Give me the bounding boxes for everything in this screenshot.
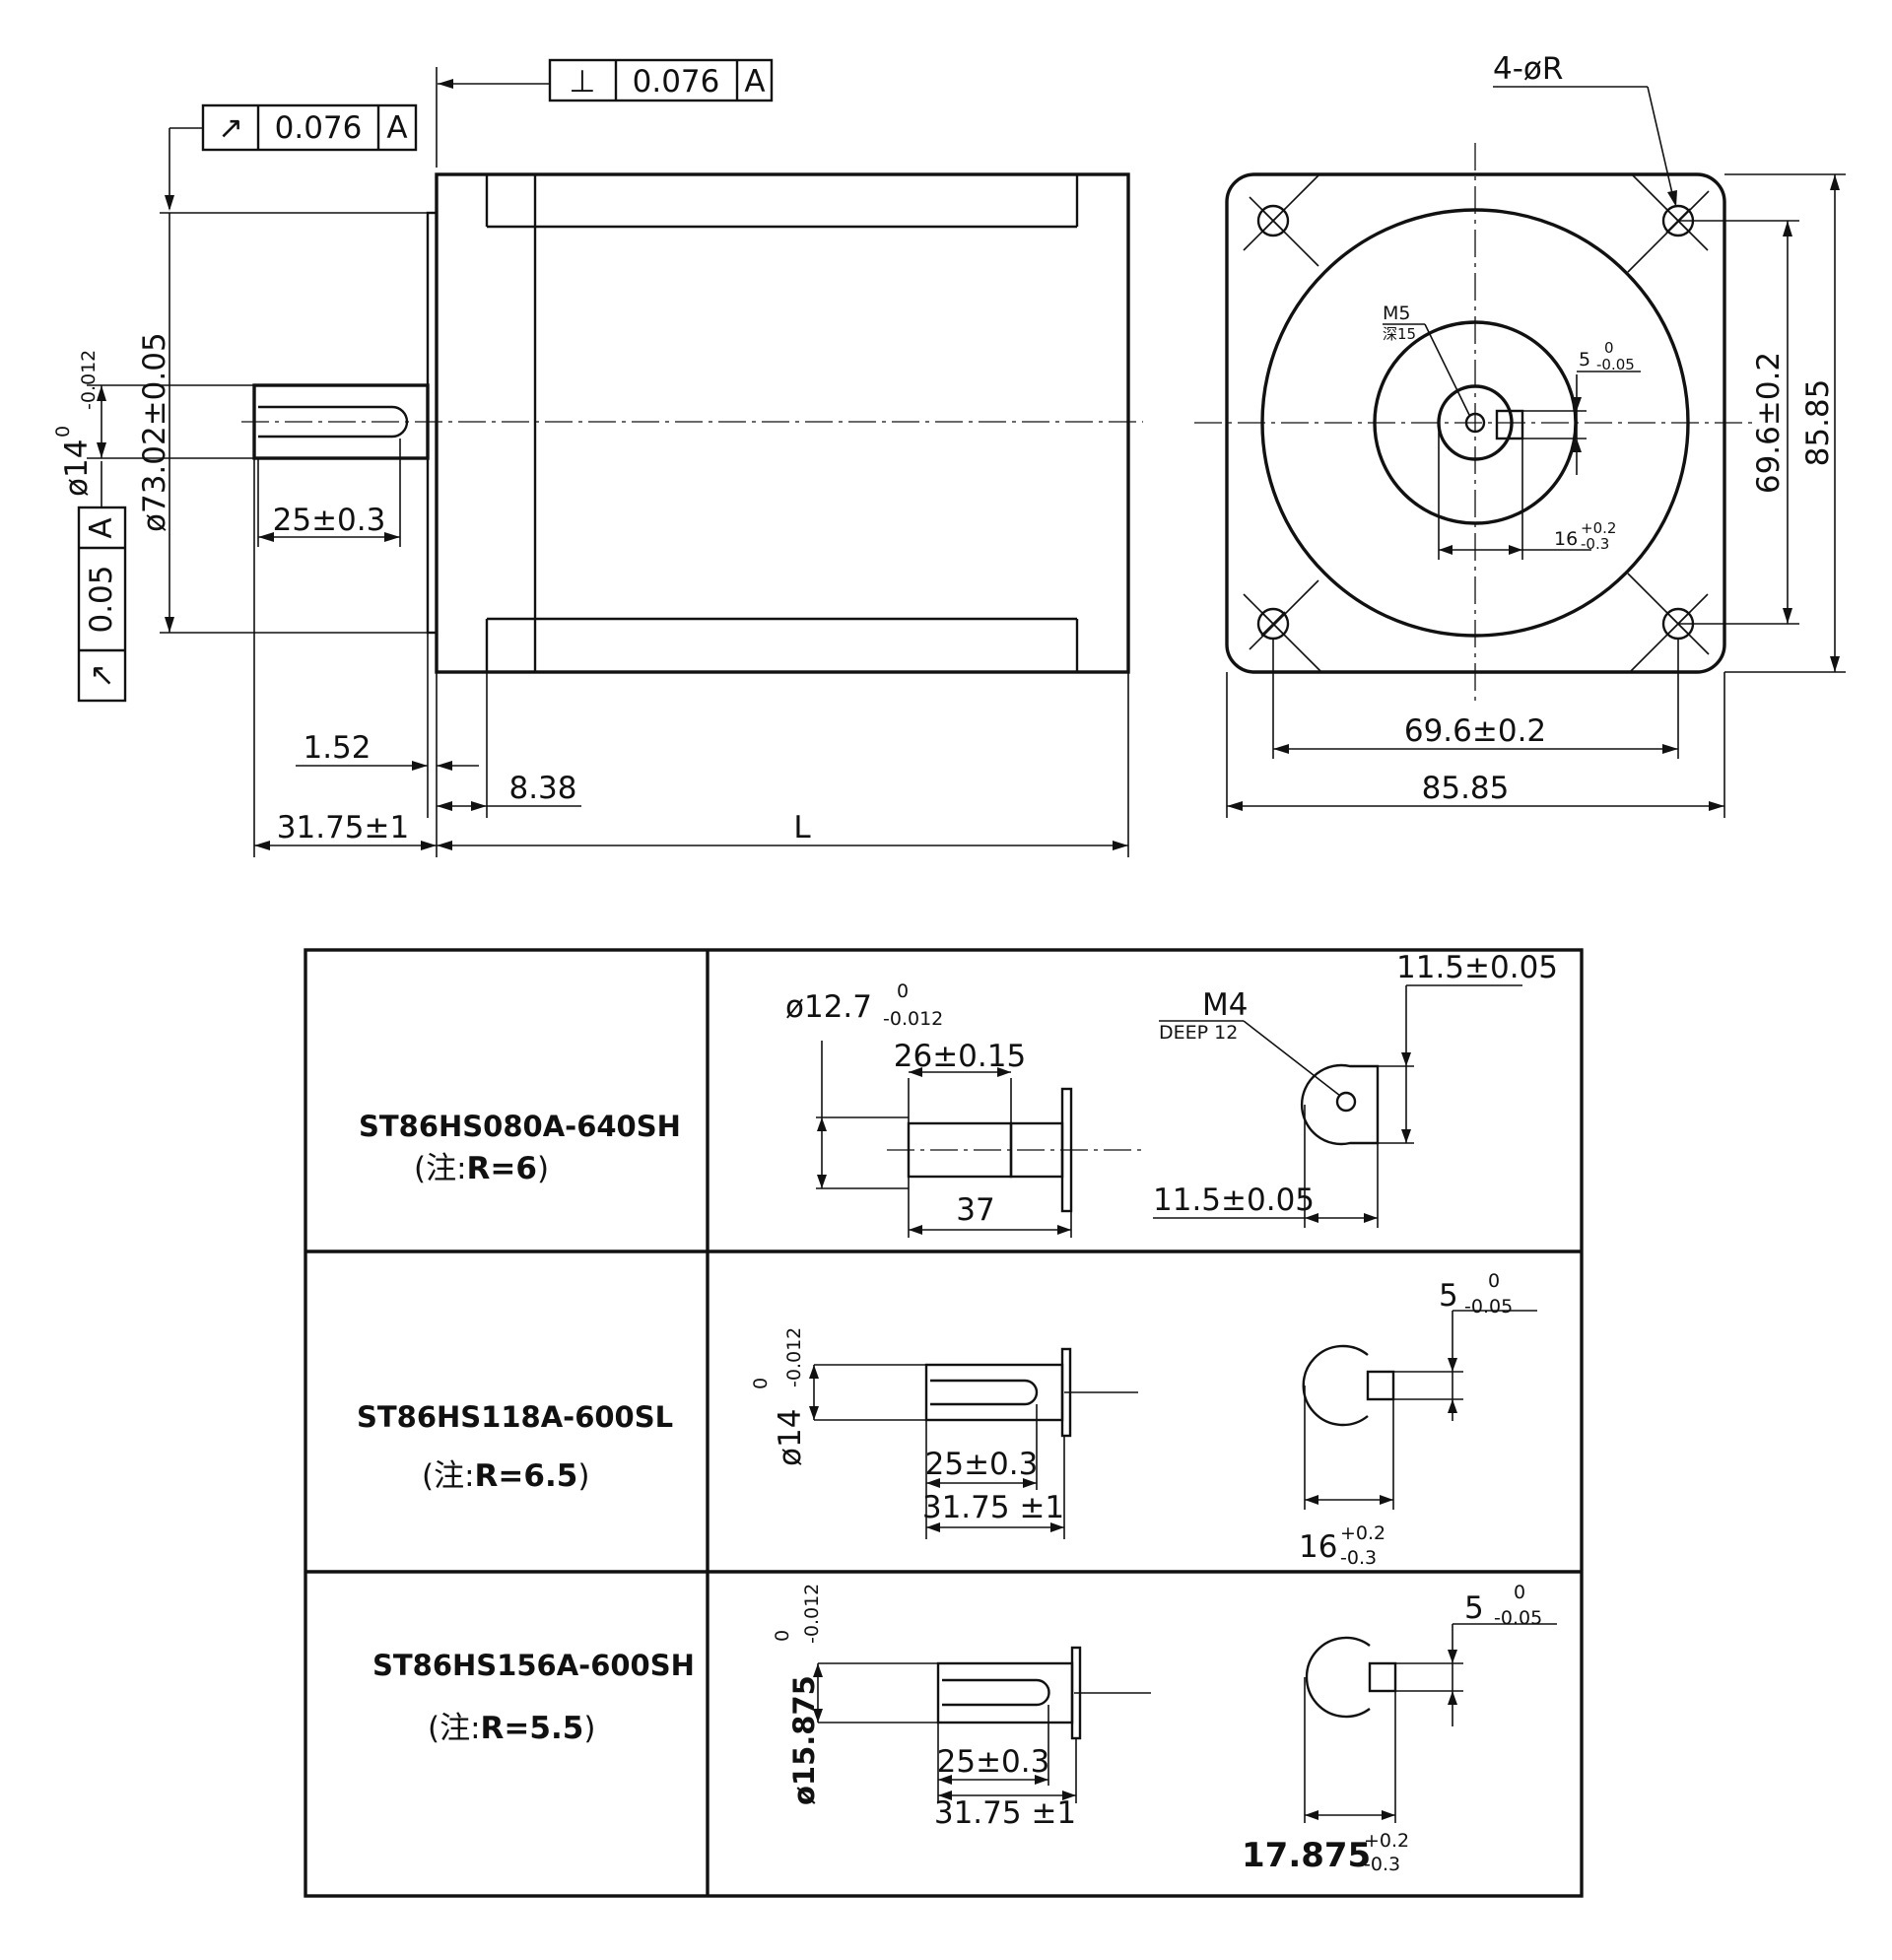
svg-text:11.5±0.05: 11.5±0.05 [1153,1183,1315,1218]
perpendicularity-icon: ⊥ [569,64,595,100]
svg-text:26±0.15: 26±0.15 [894,1039,1026,1074]
svg-text:+0.2: +0.2 [1340,1522,1385,1544]
svg-text:-0.05: -0.05 [1464,1296,1513,1318]
svg-text:37: 37 [956,1192,994,1228]
svg-text:(注:R=5.5): (注:R=5.5) [428,1711,595,1746]
dim-key-height: 16 +0.2 -0.3 [1438,423,1616,560]
dim-hole-pitch-vertical: 69.6±0.2 [1678,220,1799,625]
svg-text:-0.012: -0.012 [783,1327,805,1387]
svg-text:0: 0 [1514,1582,1525,1603]
table-row: ST86HS156A-600SH (注:R=5.5) ø15.875 0 -0.… [372,1582,1557,1875]
dim-shaft-diameter: ø14 0 -0.012 [52,350,254,497]
svg-text:(注:R=6): (注:R=6) [414,1151,549,1186]
model-label: ST86HS080A-640SH [359,1110,681,1143]
dim-size-horizontal: 85.85 [1226,672,1725,818]
svg-text:M4: M4 [1202,987,1248,1023]
svg-text:25±0.3: 25±0.3 [937,1744,1050,1780]
svg-text:-0.05: -0.05 [1596,356,1635,373]
svg-text:25±0.3: 25±0.3 [925,1447,1039,1482]
fcf-runout-top: ↗ 0.076 A [165,103,418,211]
svg-text:16: 16 [1299,1529,1337,1565]
svg-text:0: 0 [1604,339,1614,357]
table-row: ST86HS118A-600SL (注:R=6.5) ø14 0 -0.012 … [357,1270,1537,1569]
svg-text:5: 5 [1579,349,1590,371]
svg-text:+0.2: +0.2 [1364,1830,1409,1852]
dim-pilot-diameter: ø73.02±0.05 [137,212,428,634]
svg-text:A: A [84,517,119,538]
svg-text:5: 5 [1439,1278,1458,1314]
runout-arrow-icon: ↗ [218,110,243,146]
svg-text:-0.05: -0.05 [1494,1607,1542,1629]
svg-text:DEEP 12: DEEP 12 [1159,1022,1238,1044]
svg-text:31.75 ±1: 31.75 ±1 [934,1795,1076,1831]
callout-holes: 4-øR [1493,51,1677,207]
svg-text:0: 0 [52,426,74,438]
svg-text:31.75±1: 31.75±1 [277,810,409,845]
svg-text:L: L [793,810,811,845]
svg-text:-0.3: -0.3 [1581,535,1609,553]
dim-size-vertical: 85.85 [1724,173,1846,673]
dim-key-width: 5 0 -0.05 [1522,339,1641,475]
dim-key-length: 25±0.3 [257,439,401,547]
svg-text:M5: M5 [1383,303,1410,324]
svg-text:1.52: 1.52 [303,730,371,766]
svg-text:0: 0 [750,1378,772,1389]
svg-text:5: 5 [1464,1590,1484,1626]
svg-text:A: A [744,64,765,100]
svg-text:ø14: ø14 [773,1409,808,1466]
variant-table: ST86HS080A-640SH (注:R=6) ø12.7 0 -0.012 … [304,948,1584,1898]
runout-arrow-icon: ↗ [84,663,119,689]
svg-text:85.85: 85.85 [1800,379,1836,467]
svg-text:ø14: ø14 [59,439,95,497]
svg-text:+0.2: +0.2 [1581,519,1616,537]
svg-text:-0.012: -0.012 [801,1584,823,1644]
svg-text:16: 16 [1554,528,1578,550]
table-row: ST86HS080A-640SH (注:R=6) ø12.7 0 -0.012 … [359,950,1558,1238]
svg-text:深15: 深15 [1383,325,1416,343]
end-view: 4-øR M5 深15 5 0 -0.05 [1194,51,1846,818]
svg-text:-0.3: -0.3 [1340,1547,1377,1569]
svg-text:0.076: 0.076 [633,64,720,100]
svg-text:ø15.875: ø15.875 [787,1675,821,1805]
fcf-perpendicularity: ⊥ 0.076 A [436,58,774,168]
svg-text:A: A [386,110,407,146]
svg-text:-0.3: -0.3 [1364,1854,1400,1875]
svg-text:31.75 ±1: 31.75 ±1 [922,1490,1064,1525]
model-label: ST86HS118A-600SL [357,1400,673,1434]
side-view: ⊥ 0.076 A ↗ 0.076 A A 0.05 ↗ [52,58,1143,857]
svg-text:25±0.3: 25±0.3 [273,503,386,538]
svg-text:85.85: 85.85 [1422,771,1510,806]
motor-body [435,172,1130,674]
mounting-holes [1243,172,1710,672]
svg-text:69.6±0.2: 69.6±0.2 [1404,713,1546,749]
svg-text:11.5±0.05: 11.5±0.05 [1396,950,1558,985]
svg-text:0: 0 [1488,1270,1500,1292]
svg-text:0: 0 [897,980,909,1002]
svg-text:(注:R=6.5): (注:R=6.5) [422,1458,589,1494]
fcf-runout-left: A 0.05 ↗ [77,461,127,703]
key [1495,409,1524,440]
dim-bottom-chain: 1.52 8.38 31.75±1 L [253,458,1129,857]
callout-thread: M5 深15 [1383,303,1470,416]
svg-text:0: 0 [772,1630,793,1642]
model-label: ST86HS156A-600SH [372,1649,695,1682]
svg-text:4-øR: 4-øR [1493,51,1563,87]
svg-text:-0.012: -0.012 [78,350,100,410]
svg-text:-0.012: -0.012 [883,1008,943,1030]
svg-text:0.05: 0.05 [84,565,119,633]
svg-text:ø12.7: ø12.7 [785,989,872,1025]
dim-hole-pitch-horizontal: 69.6±0.2 [1272,639,1679,759]
svg-text:17.875: 17.875 [1242,1836,1371,1875]
svg-text:0.076: 0.076 [275,110,363,146]
svg-text:8.38: 8.38 [508,771,576,806]
svg-text:69.6±0.2: 69.6±0.2 [1751,352,1787,494]
svg-text:ø73.02±0.05: ø73.02±0.05 [137,332,172,532]
